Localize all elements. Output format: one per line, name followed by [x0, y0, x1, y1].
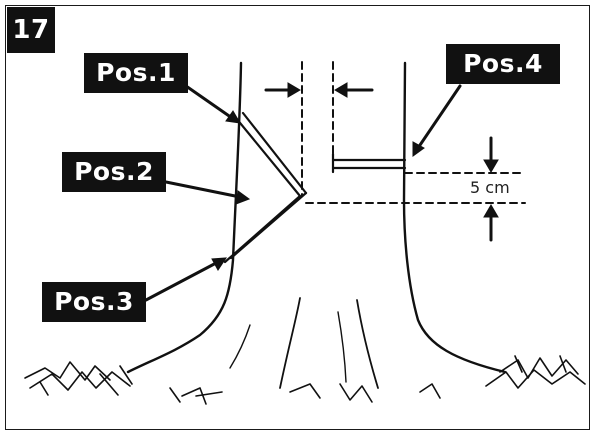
cut-upper-outer — [234, 116, 302, 198]
hinge-arrow-left-head — [287, 82, 301, 98]
label-pos4: Pos.4 — [446, 44, 560, 84]
trunk-left-edge — [126, 61, 243, 374]
pointer-pos3-shaft — [144, 260, 220, 302]
root-line-mid — [356, 299, 379, 389]
cut-lower-inner — [229, 191, 308, 260]
pointer-pos3-head — [211, 257, 227, 271]
root-line-small — [229, 324, 251, 369]
measurement-label: 5 cm — [469, 178, 511, 197]
step-number-badge: 17 — [7, 7, 55, 53]
hinge-arrow-right-head — [334, 82, 348, 98]
pointer-pos4-shaft — [416, 84, 462, 150]
label-pos3: Pos.3 — [42, 282, 146, 322]
grass-left — [24, 361, 133, 396]
pointer-pos4-head — [412, 141, 425, 157]
pointer-pos2-shaft — [164, 180, 242, 199]
measure-arrow-bottom-head — [483, 204, 499, 218]
label-pos1: Pos.1 — [84, 53, 188, 93]
measure-arrow-top-head — [483, 159, 499, 173]
pointer-pos1-head — [225, 110, 241, 124]
figure-frame — [5, 5, 590, 430]
root-line-left — [279, 297, 301, 389]
grass-right — [485, 355, 586, 389]
grass-bottom — [169, 383, 441, 405]
pointer-pos1-shaft — [184, 84, 234, 120]
cut-upper-inner — [241, 111, 308, 195]
pointer-pos2-head — [235, 190, 251, 205]
label-pos2: Pos.2 — [62, 152, 166, 192]
root-line-right — [337, 311, 347, 383]
trunk-right-edge — [402, 61, 507, 374]
